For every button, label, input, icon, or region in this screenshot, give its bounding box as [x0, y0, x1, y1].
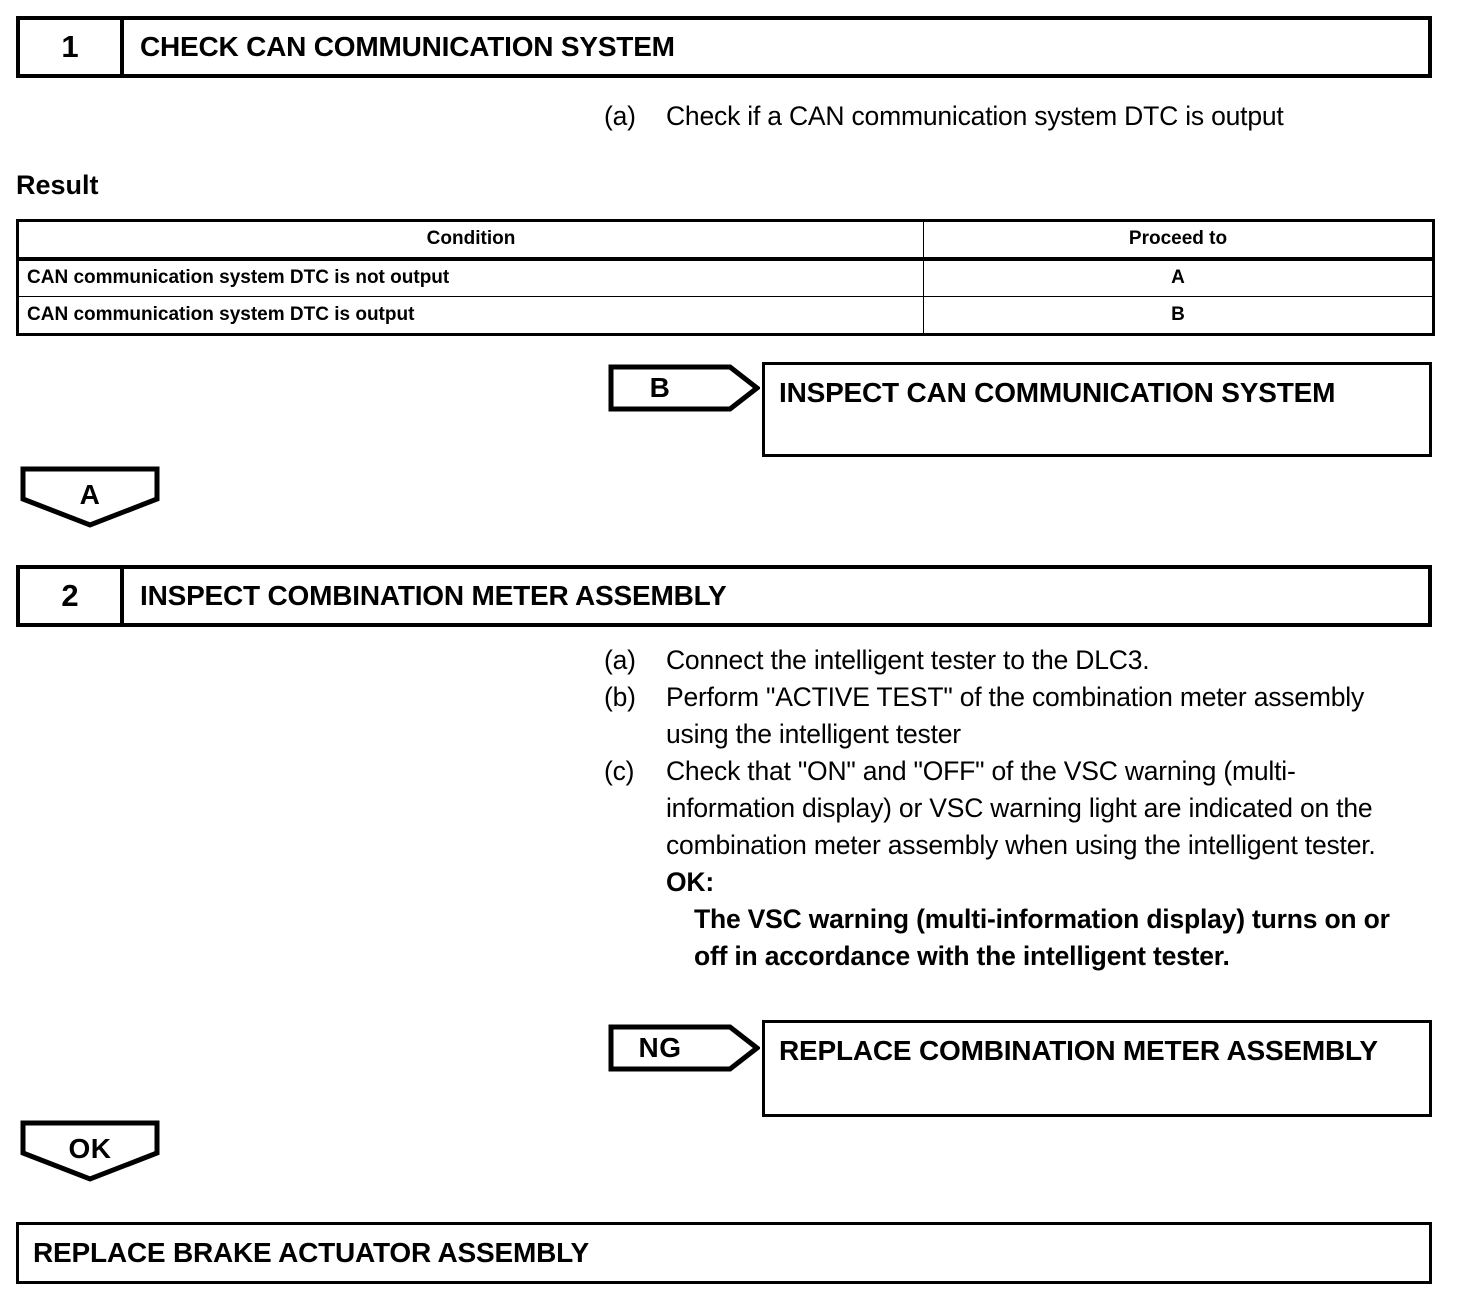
branch-tag-ng: NG — [608, 1024, 762, 1072]
instruction-text: Check if a CAN communication system DTC … — [666, 101, 1284, 131]
ok-criteria-body: OK: The VSC warning (multi-information d… — [666, 864, 1416, 975]
step-1-number: 1 — [20, 20, 124, 74]
continuation-tag-ok: OK — [20, 1120, 160, 1182]
continuation-tag-a-label: A — [79, 479, 101, 510]
ok-marker-spacer — [604, 864, 666, 975]
step-1-header: 1 CHECK CAN COMMUNICATION SYSTEM — [16, 16, 1432, 78]
cell-proceed-to: B — [923, 296, 1435, 336]
instruction-item: (a) Check if a CAN communication system … — [604, 98, 1416, 135]
step-2-title: INSPECT COMBINATION METER ASSEMBLY — [140, 580, 727, 611]
step-1-instructions: (a) Check if a CAN communication system … — [604, 98, 1416, 135]
cell-condition: CAN communication system DTC is output — [16, 296, 924, 336]
pentagon-down-icon — [20, 1120, 160, 1182]
step-1-title: CHECK CAN COMMUNICATION SYSTEM — [140, 31, 675, 62]
ok-label: OK: — [666, 867, 714, 897]
cell-proceed-to: A — [923, 258, 1435, 297]
instruction-marker: (a) — [604, 101, 636, 131]
branch-tag-b-label: B — [649, 372, 671, 403]
instruction-item: (b) Perform "ACTIVE TEST" of the combina… — [604, 679, 1416, 753]
step-2-instructions: (a) Connect the intelligent tester to th… — [604, 642, 1416, 975]
ok-criteria: OK: The VSC warning (multi-information d… — [604, 864, 1416, 975]
continuation-tag-ok-label: OK — [68, 1133, 112, 1164]
instruction-marker: (b) — [604, 682, 636, 712]
instruction-item: (a) Connect the intelligent tester to th… — [604, 642, 1416, 679]
instruction-text: Check that "ON" and "OFF" of the VSC war… — [666, 756, 1376, 860]
instruction-text: Connect the intelligent tester to the DL… — [666, 645, 1150, 675]
result-label: Result — [16, 170, 99, 200]
instruction-marker: (c) — [604, 756, 635, 786]
pentagon-right-icon — [608, 364, 762, 412]
branch-ng-target-box: REPLACE COMBINATION METER ASSEMBLY — [762, 1020, 1432, 1117]
continuation-tag-a: A — [20, 466, 160, 528]
instruction-text: Perform "ACTIVE TEST" of the combination… — [666, 682, 1365, 749]
result-table: Condition Proceed to CAN communication s… — [16, 219, 1435, 336]
table-row: CAN communication system DTC is not outp… — [16, 258, 1435, 297]
column-header-proceed-to: Proceed to — [923, 219, 1435, 261]
ok-text: The VSC warning (multi-information displ… — [694, 904, 1390, 971]
column-header-condition: Condition — [16, 219, 924, 261]
instruction-item: (c) Check that "ON" and "OFF" of the VSC… — [604, 753, 1416, 864]
pentagon-right-icon — [608, 1024, 762, 1072]
pentagon-down-icon — [20, 466, 160, 528]
instruction-marker: (a) — [604, 645, 636, 675]
final-action-box: REPLACE BRAKE ACTUATOR ASSEMBLY — [16, 1222, 1432, 1284]
table-row: CAN communication system DTC is output B — [16, 296, 1435, 336]
table-header-row: Condition Proceed to — [16, 219, 1435, 261]
step-2-header: 2 INSPECT COMBINATION METER ASSEMBLY — [16, 565, 1432, 627]
cell-condition: CAN communication system DTC is not outp… — [16, 258, 924, 297]
branch-b-target-box: INSPECT CAN COMMUNICATION SYSTEM — [762, 362, 1432, 457]
branch-tag-b: B — [608, 364, 762, 412]
step-2-number: 2 — [20, 569, 124, 623]
branch-tag-ng-label: NG — [638, 1032, 682, 1063]
